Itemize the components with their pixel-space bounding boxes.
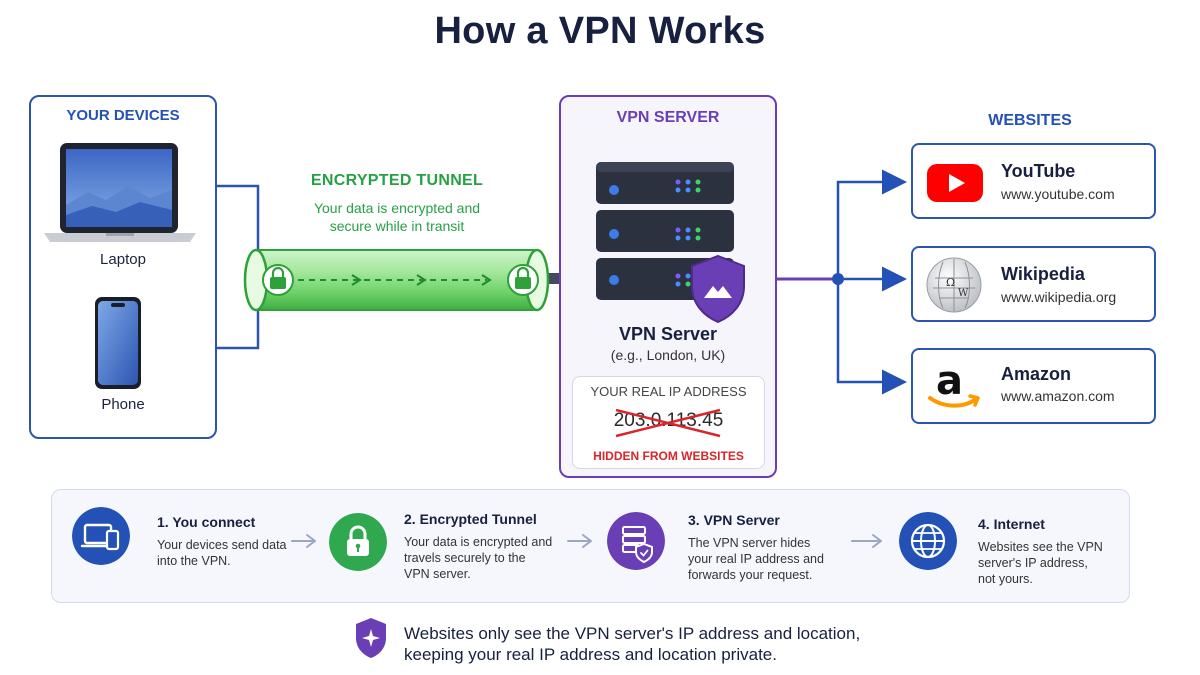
step-title: 4. Internet xyxy=(978,516,1045,532)
tunnel-lock-left-icon xyxy=(262,264,294,296)
lock-icon xyxy=(329,513,387,571)
hidden-from-websites-label: HIDDEN FROM WEBSITES xyxy=(593,449,744,463)
websites-heading: WEBSITES xyxy=(988,112,1072,129)
vpn-shield-icon xyxy=(691,254,745,324)
step-title: 2. Encrypted Tunnel xyxy=(404,511,537,527)
svg-text:a: a xyxy=(936,358,963,404)
website-card-amazon[interactable] xyxy=(911,348,1156,424)
privacy-shield-icon xyxy=(356,618,386,658)
step-desc-line: server's IP address, xyxy=(978,556,1088,570)
phone-label: Phone xyxy=(101,396,145,413)
step-desc-line: into the VPN. xyxy=(157,554,231,568)
website-url[interactable]: www.youtube.com xyxy=(1001,186,1115,202)
tunnel-desc-line1: Your data is encrypted and xyxy=(313,200,481,216)
real-ip-label: YOUR REAL IP ADDRESS xyxy=(590,384,747,399)
svg-text:W: W xyxy=(958,288,969,299)
step-desc-line: Your data is encrypted and xyxy=(404,535,553,549)
website-url[interactable]: www.wikipedia.org xyxy=(1001,289,1117,305)
globe-icon xyxy=(899,512,957,570)
tunnel-heading: ENCRYPTED TUNNEL xyxy=(310,172,484,189)
step-desc-line: Your devices send data xyxy=(157,538,287,552)
laptop-label: Laptop xyxy=(100,251,146,268)
amazon-icon: a xyxy=(928,358,980,408)
branch-node xyxy=(832,273,844,285)
phone-icon xyxy=(95,297,141,389)
step-desc-line: VPN server. xyxy=(404,567,471,581)
vpn-server-location: (e.g., London, UK) xyxy=(610,347,726,363)
wikipedia-icon: Ω W xyxy=(926,257,982,313)
website-name: Wikipedia xyxy=(1001,264,1085,284)
step-desc-line: Websites see the VPN xyxy=(978,540,1103,554)
website-name: YouTube xyxy=(1001,161,1076,181)
page-title: How a VPN Works xyxy=(434,10,766,52)
step-desc-line: forwards your request. xyxy=(688,568,813,582)
step-desc-line: not yours. xyxy=(978,572,1033,586)
youtube-icon xyxy=(927,164,983,202)
laptop-icon xyxy=(44,143,196,242)
devices-icon xyxy=(72,507,130,565)
website-name: Amazon xyxy=(1001,364,1072,384)
step-title: 1. You connect xyxy=(157,514,256,530)
tunnel-desc-line2: secure while in transit xyxy=(329,218,465,234)
step-title: 3. VPN Server xyxy=(688,512,780,528)
footer-line1: Websites only see the VPN server's IP ad… xyxy=(404,624,861,643)
branch-youtube xyxy=(836,169,907,279)
step-desc-line: your real IP address and xyxy=(688,552,824,566)
svg-text:Ω: Ω xyxy=(946,276,955,289)
branch-amazon xyxy=(836,279,907,395)
step-arrow-icon xyxy=(567,534,592,548)
ip-crossed-out-mark xyxy=(615,408,721,438)
website-url[interactable]: www.amazon.com xyxy=(1001,388,1115,404)
step-desc-line: travels securely to the xyxy=(404,551,526,565)
step-arrow-icon xyxy=(851,534,882,548)
step-arrow-icon xyxy=(291,534,316,548)
devices-heading: YOUR DEVICES xyxy=(66,107,180,124)
tunnel-lock-right-icon xyxy=(507,264,539,296)
footer-line2: keeping your real IP address and locatio… xyxy=(404,645,777,664)
server-shield-icon xyxy=(607,512,665,570)
vpn-server-heading: VPN SERVER xyxy=(616,109,720,126)
server-rack-icon xyxy=(596,162,745,324)
vpn-server-name: VPN Server xyxy=(618,324,718,344)
step-desc-line: The VPN server hides xyxy=(688,536,811,550)
encrypted-tunnel xyxy=(243,248,550,312)
